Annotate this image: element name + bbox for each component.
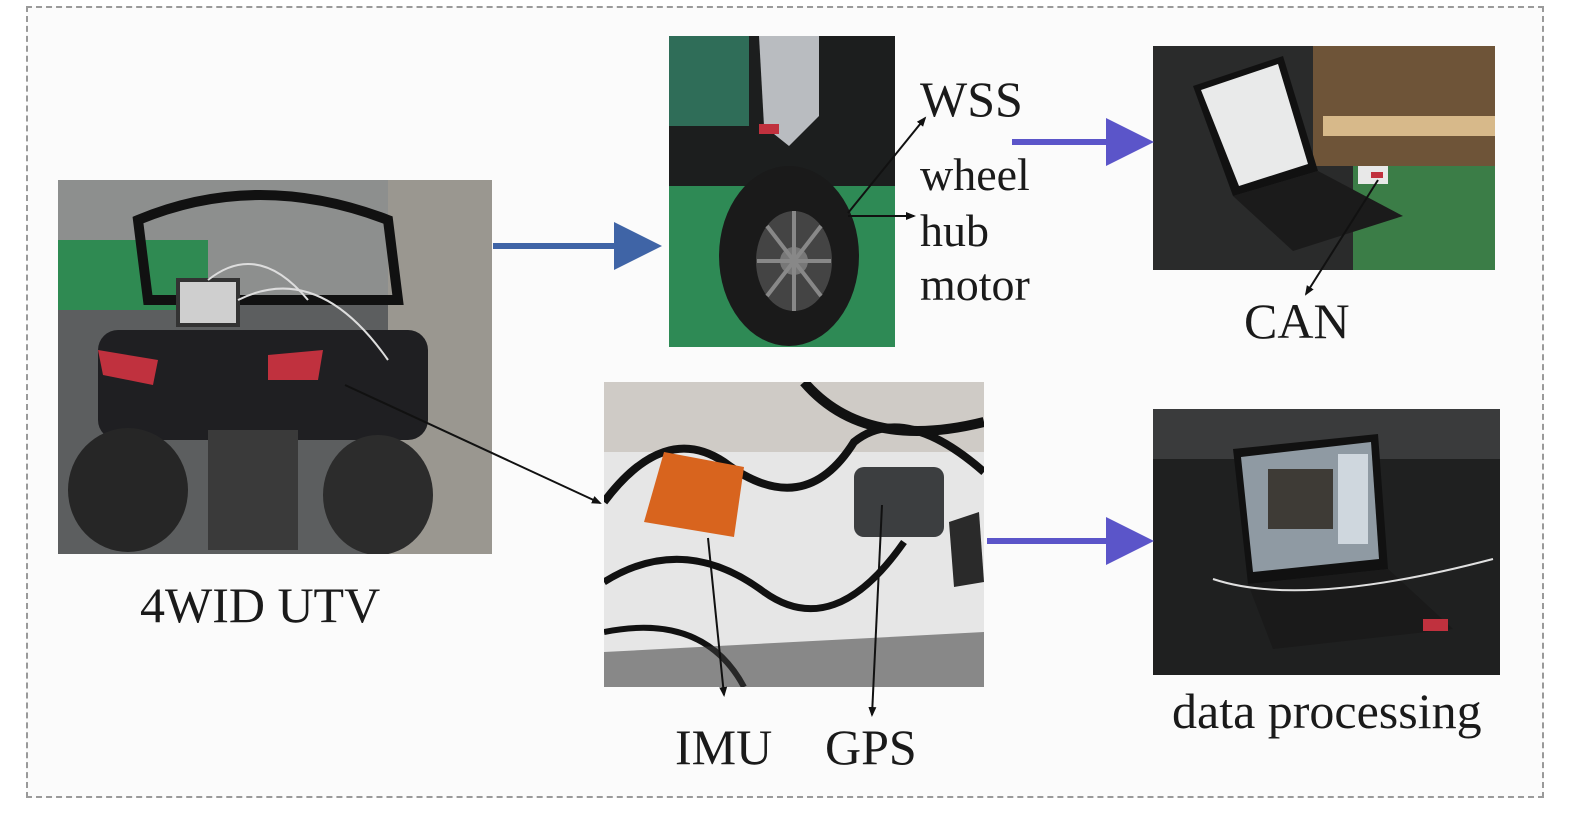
laptop-can-photo — [1153, 46, 1495, 270]
imu-gps-photo — [604, 382, 984, 687]
wheel-label: wheel — [920, 149, 1030, 200]
laptop-data-photo — [1153, 409, 1500, 675]
gps-label: GPS — [825, 719, 917, 775]
wss-label: WSS — [920, 71, 1023, 127]
utv-label: 4WID UTV — [140, 577, 381, 633]
utv-photo — [58, 180, 492, 554]
imu-label: IMU — [675, 719, 773, 775]
hub-label: hub — [920, 205, 989, 256]
can-label: CAN — [1244, 293, 1350, 349]
wheel-photo — [669, 36, 895, 347]
motor-label: motor — [920, 259, 1030, 310]
data-processing-label: data processing — [1172, 683, 1482, 739]
